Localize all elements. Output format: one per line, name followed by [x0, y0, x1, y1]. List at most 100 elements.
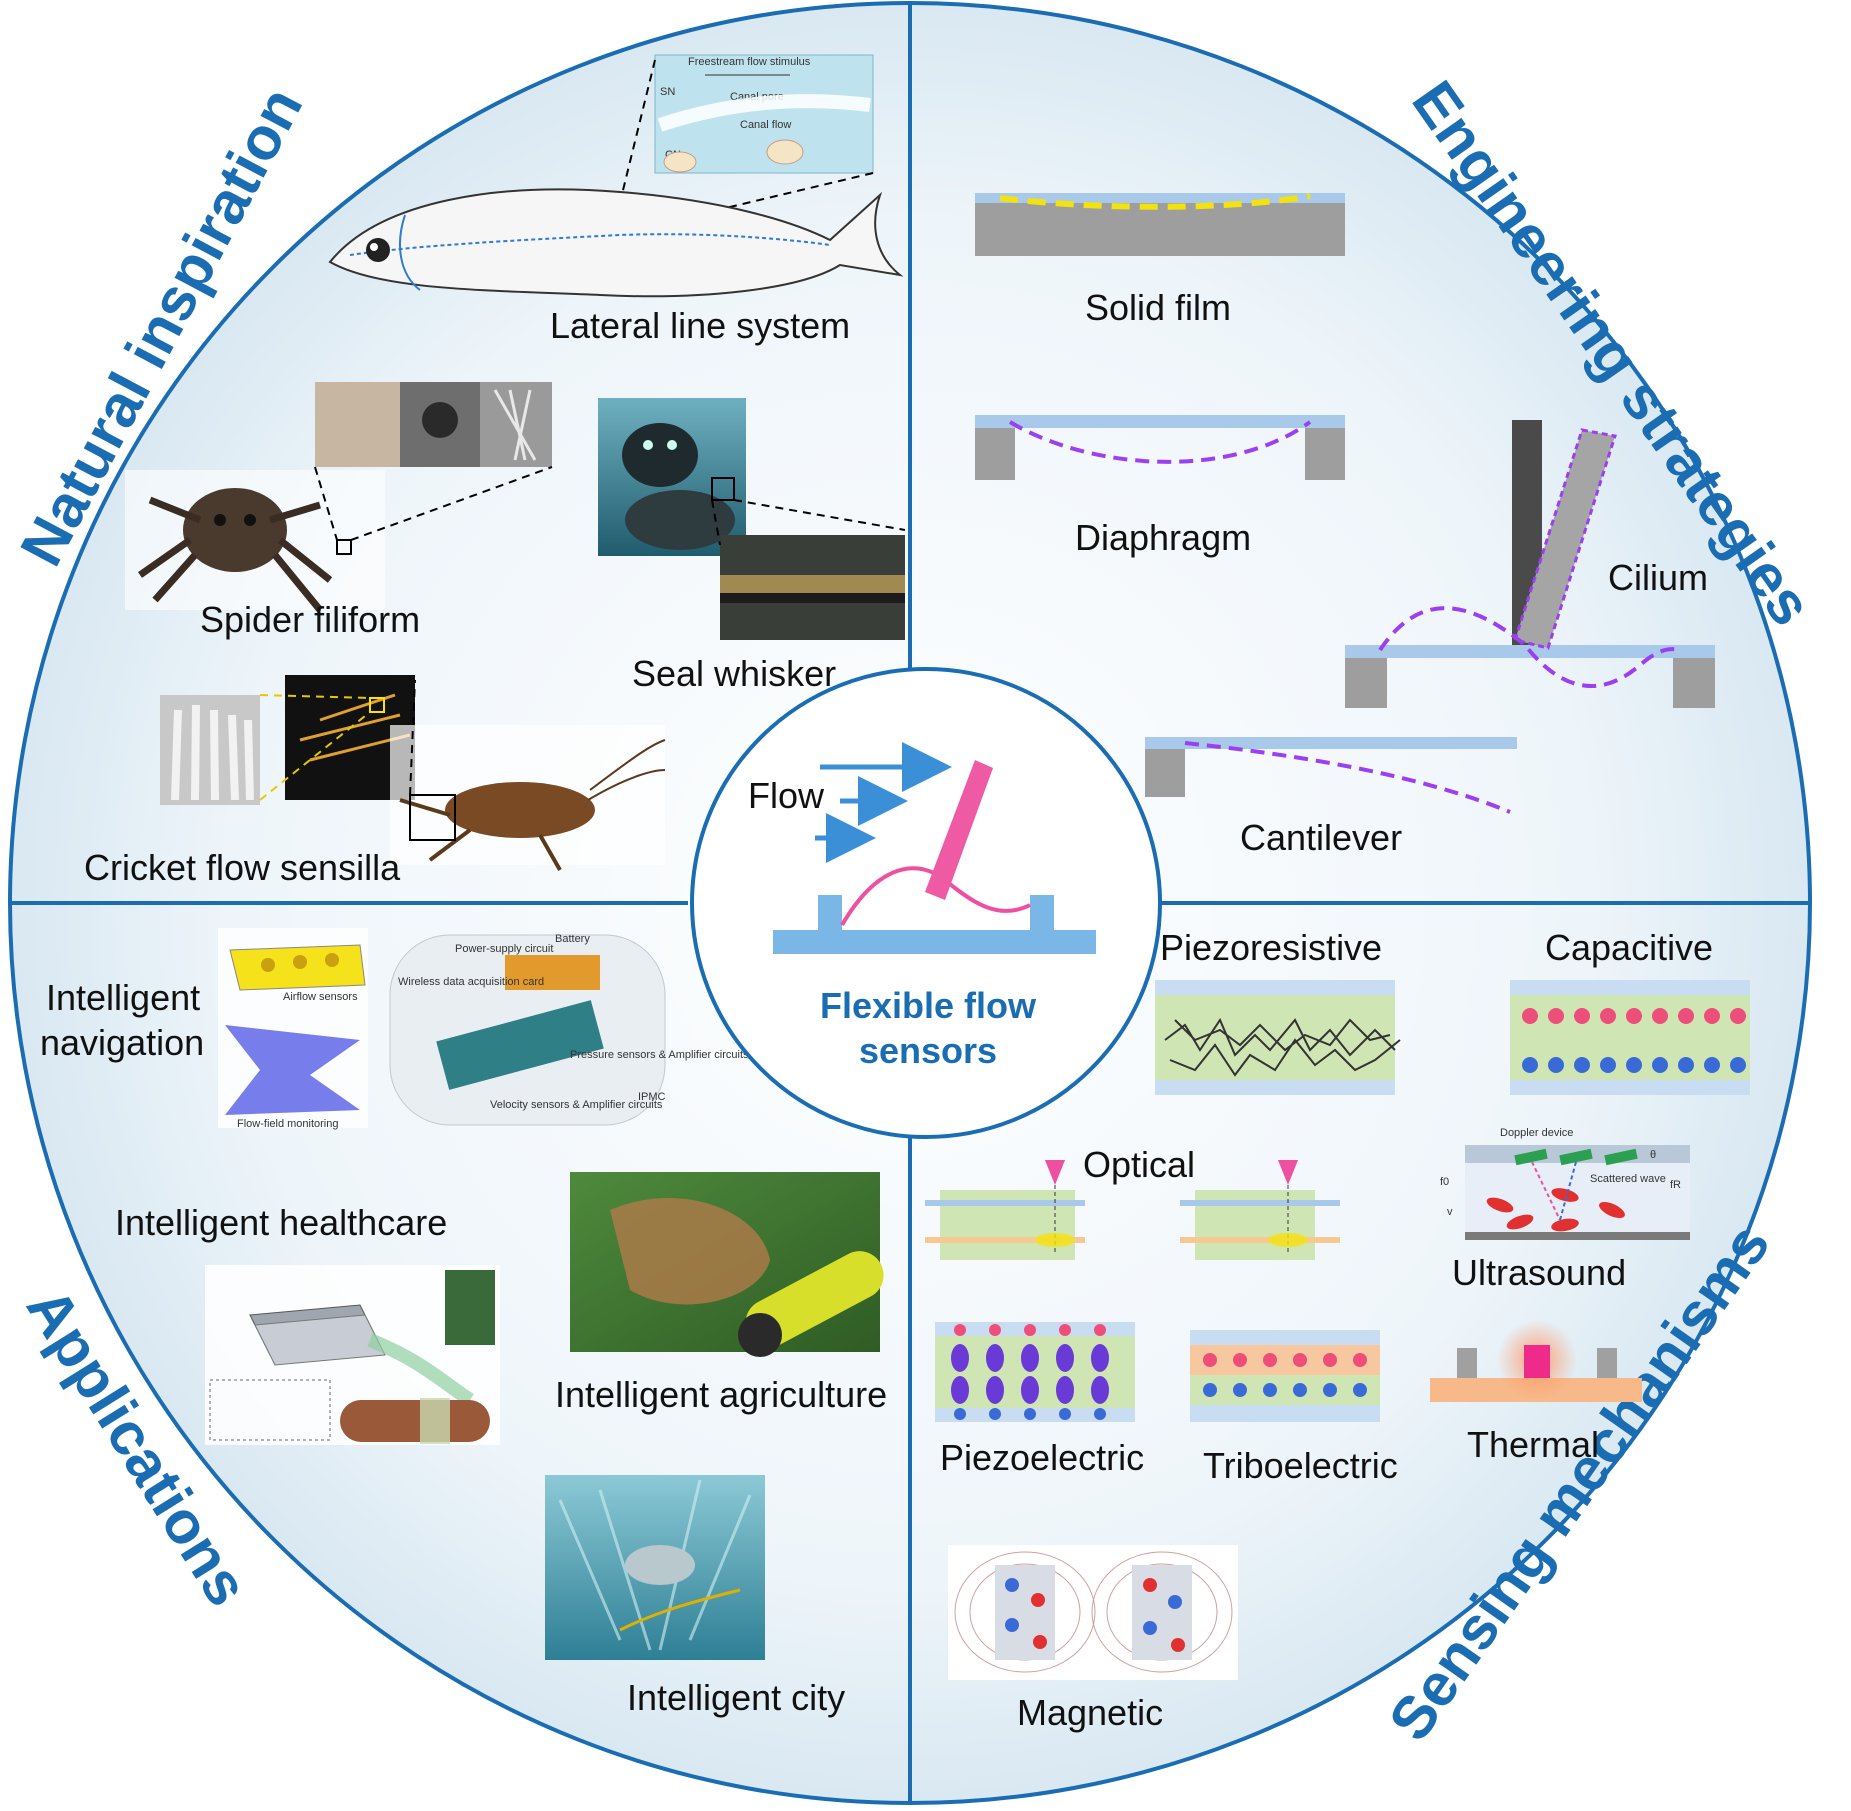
pressure-label: Pressure sensors & Amplifier circuits — [570, 1049, 749, 1061]
triboelectric-layer-top — [1190, 1345, 1380, 1375]
power-label: Power-supply circuit — [455, 943, 553, 955]
velocity-label: Velocity sensors & Amplifier circuits — [490, 1099, 663, 1111]
fish-body — [328, 188, 904, 298]
spider-micrograph — [315, 382, 400, 467]
flow-field-body — [225, 1025, 360, 1115]
diaphragm-schematic — [975, 415, 1345, 480]
label-intelligent-healthcare: Intelligent healthcare — [115, 1202, 447, 1243]
healthcare-cable — [367, 1333, 474, 1406]
thermal-sensor-left — [1457, 1348, 1477, 1378]
spider-zoom-box — [336, 539, 352, 555]
thermal-heater — [1524, 1345, 1550, 1378]
spider-micrograph-hair — [493, 389, 537, 461]
healthcare-wrap — [420, 1398, 450, 1444]
label-seal-whisker: Seal whisker — [632, 653, 836, 694]
label-diaphragm: Diaphragm — [1075, 517, 1251, 558]
cricket-legs — [399, 798, 562, 871]
inset-freestream-label: Freestream flow stimulus — [688, 56, 811, 68]
optical-schematic — [925, 1160, 1340, 1260]
lateral-line-illustration: Freestream flow stimulus Canal pore SN C… — [328, 54, 904, 298]
cantilever-beam — [1145, 737, 1517, 749]
inset-sn-label: SN — [660, 86, 675, 98]
triboelectric-layer-bottom — [1190, 1375, 1380, 1405]
spider-eye — [214, 514, 226, 526]
center-support-right — [1030, 895, 1054, 930]
ultrasound-v-label: v — [1447, 1206, 1453, 1218]
fish-eye — [366, 238, 390, 262]
battery-label: Battery — [555, 933, 590, 945]
fish-gill-line — [399, 214, 421, 291]
magnetic-particle — [1143, 1621, 1157, 1635]
ultrasound-f0-label: f0 — [1440, 1176, 1449, 1188]
seal-zoom-box — [711, 477, 735, 501]
agriculture-sensor-patch — [610, 1198, 770, 1305]
city-cable — [619, 1588, 741, 1632]
ultrasound-beam — [1559, 1161, 1577, 1221]
diaphragm-membrane — [975, 415, 1345, 428]
city-illustration — [545, 1475, 765, 1660]
city-structure-lines — [558, 1479, 752, 1651]
flow-field-label: Flow-field monitoring — [237, 1118, 338, 1130]
label-intelligent-city: Intelligent city — [627, 1677, 845, 1718]
cilium-deflected — [1513, 428, 1617, 650]
solid-film-schematic — [975, 193, 1345, 256]
cilium-schematic — [1345, 420, 1715, 708]
inset-neuromast — [766, 139, 804, 165]
cricket-leader-line — [259, 694, 371, 699]
seal-leader-line — [733, 499, 906, 531]
label-lateral-line-system: Lateral line system — [550, 305, 850, 346]
navigation-battery — [505, 955, 600, 990]
thermal-schematic — [1430, 1320, 1642, 1402]
magnetic-particle — [1005, 1578, 1019, 1592]
cricket-leader-line — [259, 711, 371, 801]
ultrasound-doppler-label: Doppler device — [1500, 1127, 1573, 1139]
airflow-sensors-label: Airflow sensors — [283, 991, 358, 1003]
piezoresistive-schematic — [1155, 980, 1401, 1095]
triboelectric-charges — [1203, 1353, 1367, 1397]
cricket-antenna — [587, 739, 666, 801]
seal-eye — [667, 440, 677, 450]
diaphragm-support-left — [975, 428, 1015, 480]
spider-filiform-illustration — [125, 382, 553, 613]
magnetic-particle — [1005, 1618, 1019, 1632]
ultrasound-transducer — [1604, 1148, 1638, 1166]
inset-leader-line — [611, 59, 656, 236]
airflow-sensor-dot — [261, 958, 275, 972]
spider-legs — [137, 496, 333, 613]
magnetic-field-line — [954, 1551, 1096, 1673]
ultrasound-particle — [1599, 1201, 1625, 1219]
cricket-zoom-box-yellow — [369, 697, 385, 713]
ultrasound-schematic: Doppler device Scattered wave f0 fR v θ — [1440, 1127, 1690, 1240]
cricket-body — [445, 782, 595, 838]
capacitive-schematic — [1510, 980, 1750, 1095]
fish-eye-highlight — [370, 243, 378, 251]
healthcare-chip-photo — [445, 1270, 495, 1345]
label-cantilever: Cantilever — [1240, 817, 1402, 858]
cricket-sensilla-illustration — [160, 675, 666, 871]
spider-eye — [244, 514, 256, 526]
seal-eye — [643, 440, 653, 450]
ultrasound-theta-label: θ — [1650, 1149, 1656, 1161]
label-cricket-flow-sensilla: Cricket flow sensilla — [84, 847, 401, 888]
cricket-leader-line — [409, 679, 416, 796]
ultrasound-particle — [1506, 1214, 1534, 1230]
agriculture-probe — [745, 1251, 884, 1348]
healthcare-sensor-stack — [254, 1314, 386, 1366]
center-support-left — [818, 895, 842, 930]
magnetic-schematic — [948, 1545, 1238, 1680]
magnetic-particle — [1033, 1635, 1047, 1649]
thermal-sensor-right — [1597, 1348, 1617, 1378]
center-flow-illustration — [773, 742, 1096, 954]
spider-leader-line — [314, 466, 338, 541]
ipmc-label: IPMC — [638, 1091, 666, 1103]
center-flow-label: Flow — [748, 775, 825, 816]
piezoresistive-matrix — [1155, 995, 1395, 1080]
cricket-hairs — [171, 704, 254, 801]
cilium-support-left — [1345, 658, 1387, 708]
label-thermal: Thermal — [1467, 1424, 1599, 1465]
label-piezoresistive: Piezoresistive — [1160, 927, 1382, 968]
label-piezoelectric: Piezoelectric — [940, 1437, 1144, 1478]
airflow-sensor-dot — [293, 955, 307, 969]
